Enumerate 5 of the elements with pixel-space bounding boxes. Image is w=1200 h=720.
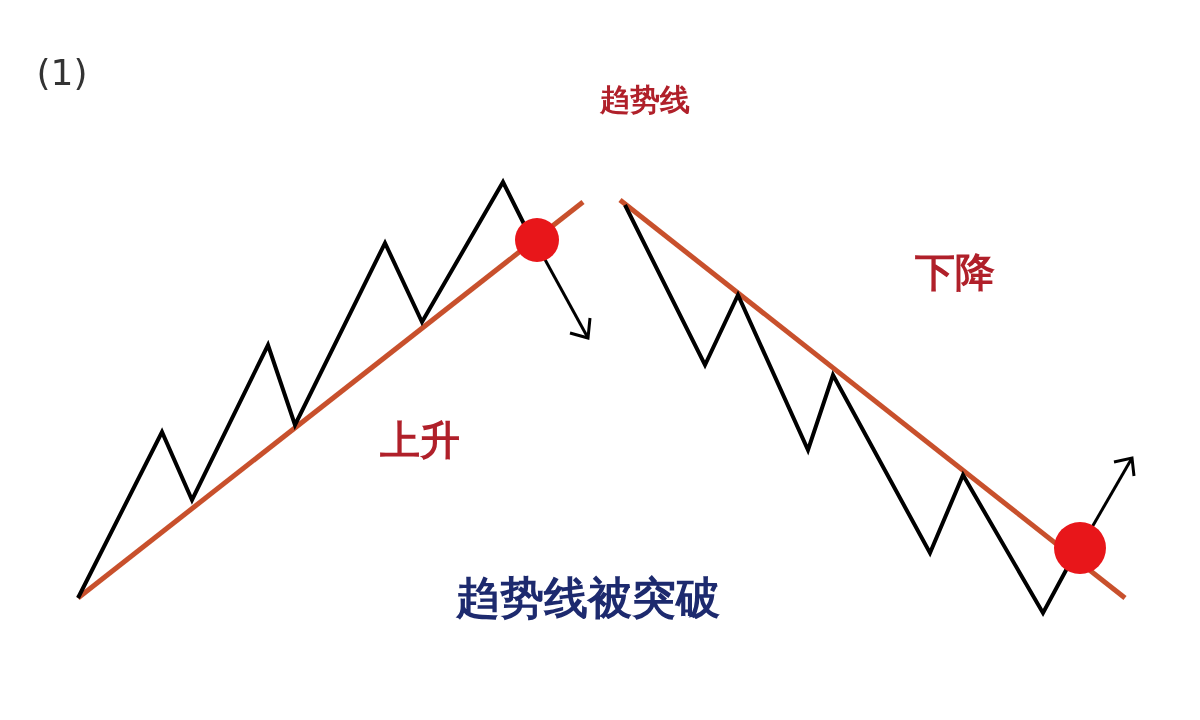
caption: 趋势线被突破: [456, 570, 720, 625]
panel-number: (1): [36, 51, 88, 93]
chart-label: 上升: [380, 415, 460, 465]
chart-label: 下降: [915, 247, 995, 297]
chart-label: 趋势线: [600, 80, 690, 119]
